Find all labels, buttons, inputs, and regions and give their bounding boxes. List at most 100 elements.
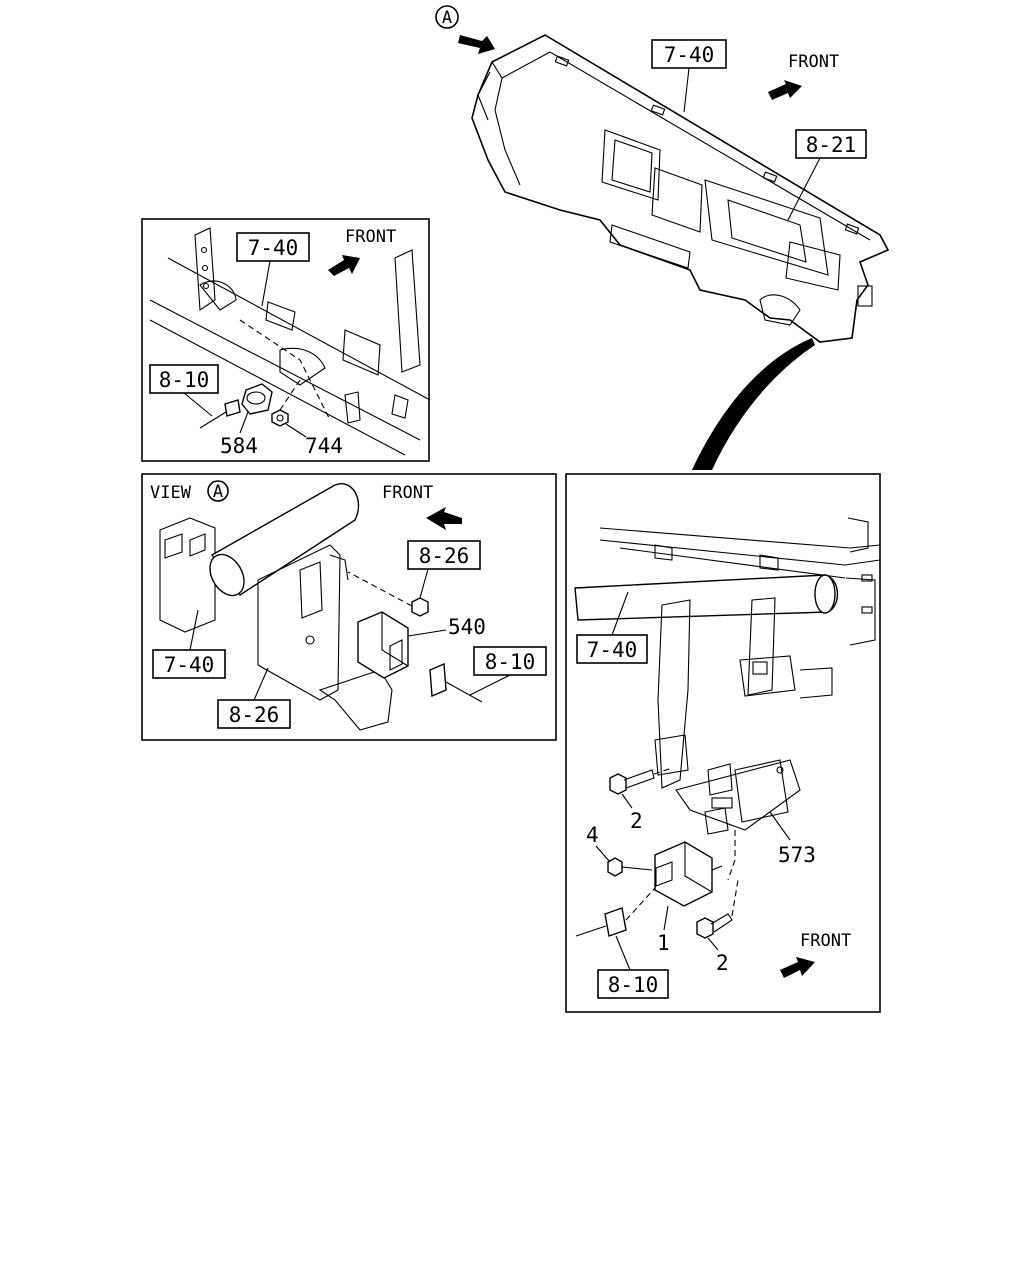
leader-line xyxy=(787,157,821,221)
bracket-tab xyxy=(739,655,796,697)
relay-edge xyxy=(381,612,409,667)
switch-panel xyxy=(785,241,841,291)
bolt-head xyxy=(609,773,627,795)
front-label: FRONT xyxy=(345,227,396,247)
control-strip xyxy=(609,224,691,269)
harness-wire xyxy=(199,411,227,429)
ref-box-8-10 xyxy=(597,969,669,999)
dashboard-left-end xyxy=(477,71,491,121)
leader-line xyxy=(595,845,611,863)
view-marker-letter: A xyxy=(442,8,452,28)
ref-label-harness: 8-10 xyxy=(485,650,536,674)
mount-boss xyxy=(199,280,237,311)
leader-line xyxy=(285,423,307,438)
vent-slot xyxy=(844,223,860,235)
vent-slot xyxy=(650,104,666,116)
dashboard-left-face xyxy=(494,77,521,186)
front-arrow-icon xyxy=(426,507,462,530)
part-number-4: 4 xyxy=(586,823,599,847)
leader-line xyxy=(261,260,271,307)
ref-box-7-40 xyxy=(576,634,648,664)
ref-label-harness: 8-10 xyxy=(159,368,210,392)
leader-line xyxy=(419,568,429,599)
relay-socket xyxy=(655,861,673,887)
connector-plug xyxy=(429,662,447,698)
circle-letter-icon xyxy=(435,5,459,29)
leader-line xyxy=(239,411,249,434)
relay-edge xyxy=(684,842,713,893)
view-label: VIEW xyxy=(150,483,192,503)
cross-member-tube xyxy=(210,483,360,596)
mounting-bracket xyxy=(257,544,341,701)
right-bracket xyxy=(394,249,421,373)
steering-column-cover xyxy=(759,294,801,326)
leader-line xyxy=(407,629,447,637)
ref-box-8-26 xyxy=(217,699,291,729)
detail-panel-view-a: VIEW A 8-26 540 8-10 xyxy=(141,473,557,741)
fastening-line xyxy=(653,767,673,775)
circle-letter-icon xyxy=(207,480,229,502)
ref-box-8-21 xyxy=(795,129,867,159)
bolt-head xyxy=(696,917,714,939)
ref-box-7-40 xyxy=(152,649,226,679)
front-label: FRONT xyxy=(382,483,433,503)
bolt-hole xyxy=(202,282,210,290)
screw-4 xyxy=(607,857,623,877)
ref-box-8-10 xyxy=(473,646,547,676)
leader-line xyxy=(253,667,269,701)
radio-slot xyxy=(651,167,703,233)
part-number-2: 2 xyxy=(630,809,643,833)
view-marker-letter: A xyxy=(213,482,223,502)
block-slot xyxy=(189,533,206,557)
dashboard-top-edge xyxy=(491,51,871,241)
leader-line xyxy=(189,609,199,651)
ref-label-panel: 7-40 xyxy=(164,653,215,677)
hidden-line xyxy=(239,319,331,421)
part-number-573: 573 xyxy=(778,843,816,867)
bracket-clip xyxy=(704,807,729,835)
dashboard-outline xyxy=(471,34,890,343)
tray-slot xyxy=(711,797,733,809)
vent-slot xyxy=(554,55,570,67)
relay-cap xyxy=(246,391,266,405)
detail-pointer-arrow xyxy=(692,338,815,470)
front-arrow-icon xyxy=(328,255,360,276)
tube-support xyxy=(845,577,876,646)
vent-slot xyxy=(762,171,778,183)
bolt-hole xyxy=(200,246,208,254)
front-label: FRONT xyxy=(800,931,851,951)
ref-label-panel: 7-40 xyxy=(248,236,299,260)
leader-line xyxy=(683,67,690,113)
ref-label-harness: 8-10 xyxy=(608,973,659,997)
frame-rail xyxy=(599,527,881,549)
console-opening-left xyxy=(601,129,661,201)
frame-rail xyxy=(599,539,881,566)
leader-line xyxy=(469,674,511,696)
fastening-line xyxy=(347,571,413,607)
leader-line xyxy=(621,793,633,809)
ref-label-instrument-panel: 7-40 xyxy=(664,43,715,67)
right-plate xyxy=(342,329,381,376)
connector-plug xyxy=(604,907,627,937)
meter-cluster-face xyxy=(727,199,807,263)
ref-box-7-40 xyxy=(236,232,310,262)
leader-line xyxy=(663,905,669,931)
bracket-hole xyxy=(305,635,315,645)
view-direction-arrow-icon xyxy=(458,35,495,54)
part-number-744: 744 xyxy=(305,434,343,458)
leader-line xyxy=(183,392,213,417)
rail-end xyxy=(847,517,869,553)
ref-label-meter: 8-21 xyxy=(806,133,857,157)
ref-label-bracket: 8-26 xyxy=(419,544,470,568)
tab-slot xyxy=(752,661,768,675)
frame-rail xyxy=(167,257,431,401)
part-number-1: 1 xyxy=(657,931,670,955)
rail-clip xyxy=(654,544,673,561)
tube-end xyxy=(814,574,836,614)
harness-wire xyxy=(575,925,607,937)
front-arrow-icon xyxy=(780,957,815,978)
rear-mount xyxy=(279,347,326,386)
support-tab xyxy=(861,606,873,614)
frame-rail xyxy=(619,547,846,579)
